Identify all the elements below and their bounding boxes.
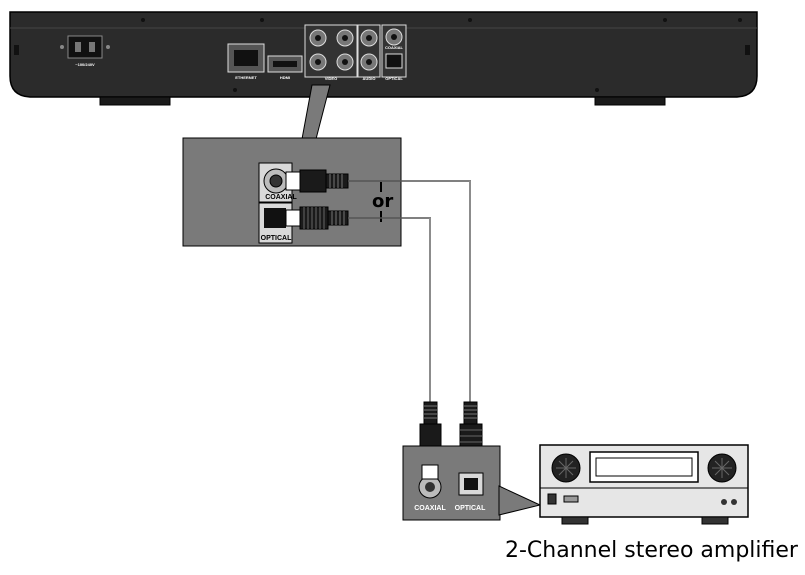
amp-optical-label: OPTICAL bbox=[455, 505, 486, 512]
player-rear-panel: ~100/240V ETHERNET HDMI VIDEO AU bbox=[9, 11, 758, 106]
power-label: ~100/240V bbox=[75, 62, 95, 67]
or-label: or bbox=[372, 191, 393, 212]
zoom-optical-label: OPTICAL bbox=[261, 235, 292, 242]
ethernet-label: ETHERNET bbox=[235, 75, 257, 80]
audio-jacks: AUDIO bbox=[357, 24, 381, 81]
hdmi-label: HDMI bbox=[280, 75, 290, 80]
zoom-panel: COAXIAL OPTICAL or bbox=[182, 137, 402, 247]
coaxial-rca-plug bbox=[285, 169, 349, 193]
player-foot-right bbox=[594, 96, 666, 106]
amp-display bbox=[589, 451, 699, 483]
amplifier-caption: 2-Channel stereo amplifier bbox=[505, 538, 798, 563]
player-foot-left bbox=[99, 96, 171, 106]
video-label: VIDEO bbox=[325, 76, 337, 81]
power-switch bbox=[547, 493, 557, 505]
hdmi-port: HDMI bbox=[267, 55, 303, 80]
amp-coaxial-label: COAXIAL bbox=[414, 505, 446, 512]
amp-foot-left bbox=[561, 516, 589, 525]
audio-label: AUDIO bbox=[363, 76, 376, 81]
amp-pointer bbox=[498, 485, 542, 516]
amp-foot-right bbox=[701, 516, 729, 525]
zoom-optical-jack bbox=[264, 208, 286, 228]
power-inlet: ~100/240V bbox=[60, 35, 110, 67]
ethernet-port: ETHERNET bbox=[227, 43, 265, 80]
optical-plug bbox=[285, 206, 349, 230]
player-optical-label: OPTICAL bbox=[385, 76, 403, 81]
amp-input-panel: COAXIAL OPTICAL bbox=[402, 445, 542, 521]
stereo-amplifier bbox=[539, 444, 749, 525]
video-jacks: VIDEO bbox=[304, 24, 358, 81]
player-coaxial-label: COAXIAL bbox=[385, 45, 404, 50]
player-digital-out: COAXIAL OPTICAL bbox=[381, 24, 407, 81]
zoom-coaxial-label: COAXIAL bbox=[265, 194, 297, 201]
